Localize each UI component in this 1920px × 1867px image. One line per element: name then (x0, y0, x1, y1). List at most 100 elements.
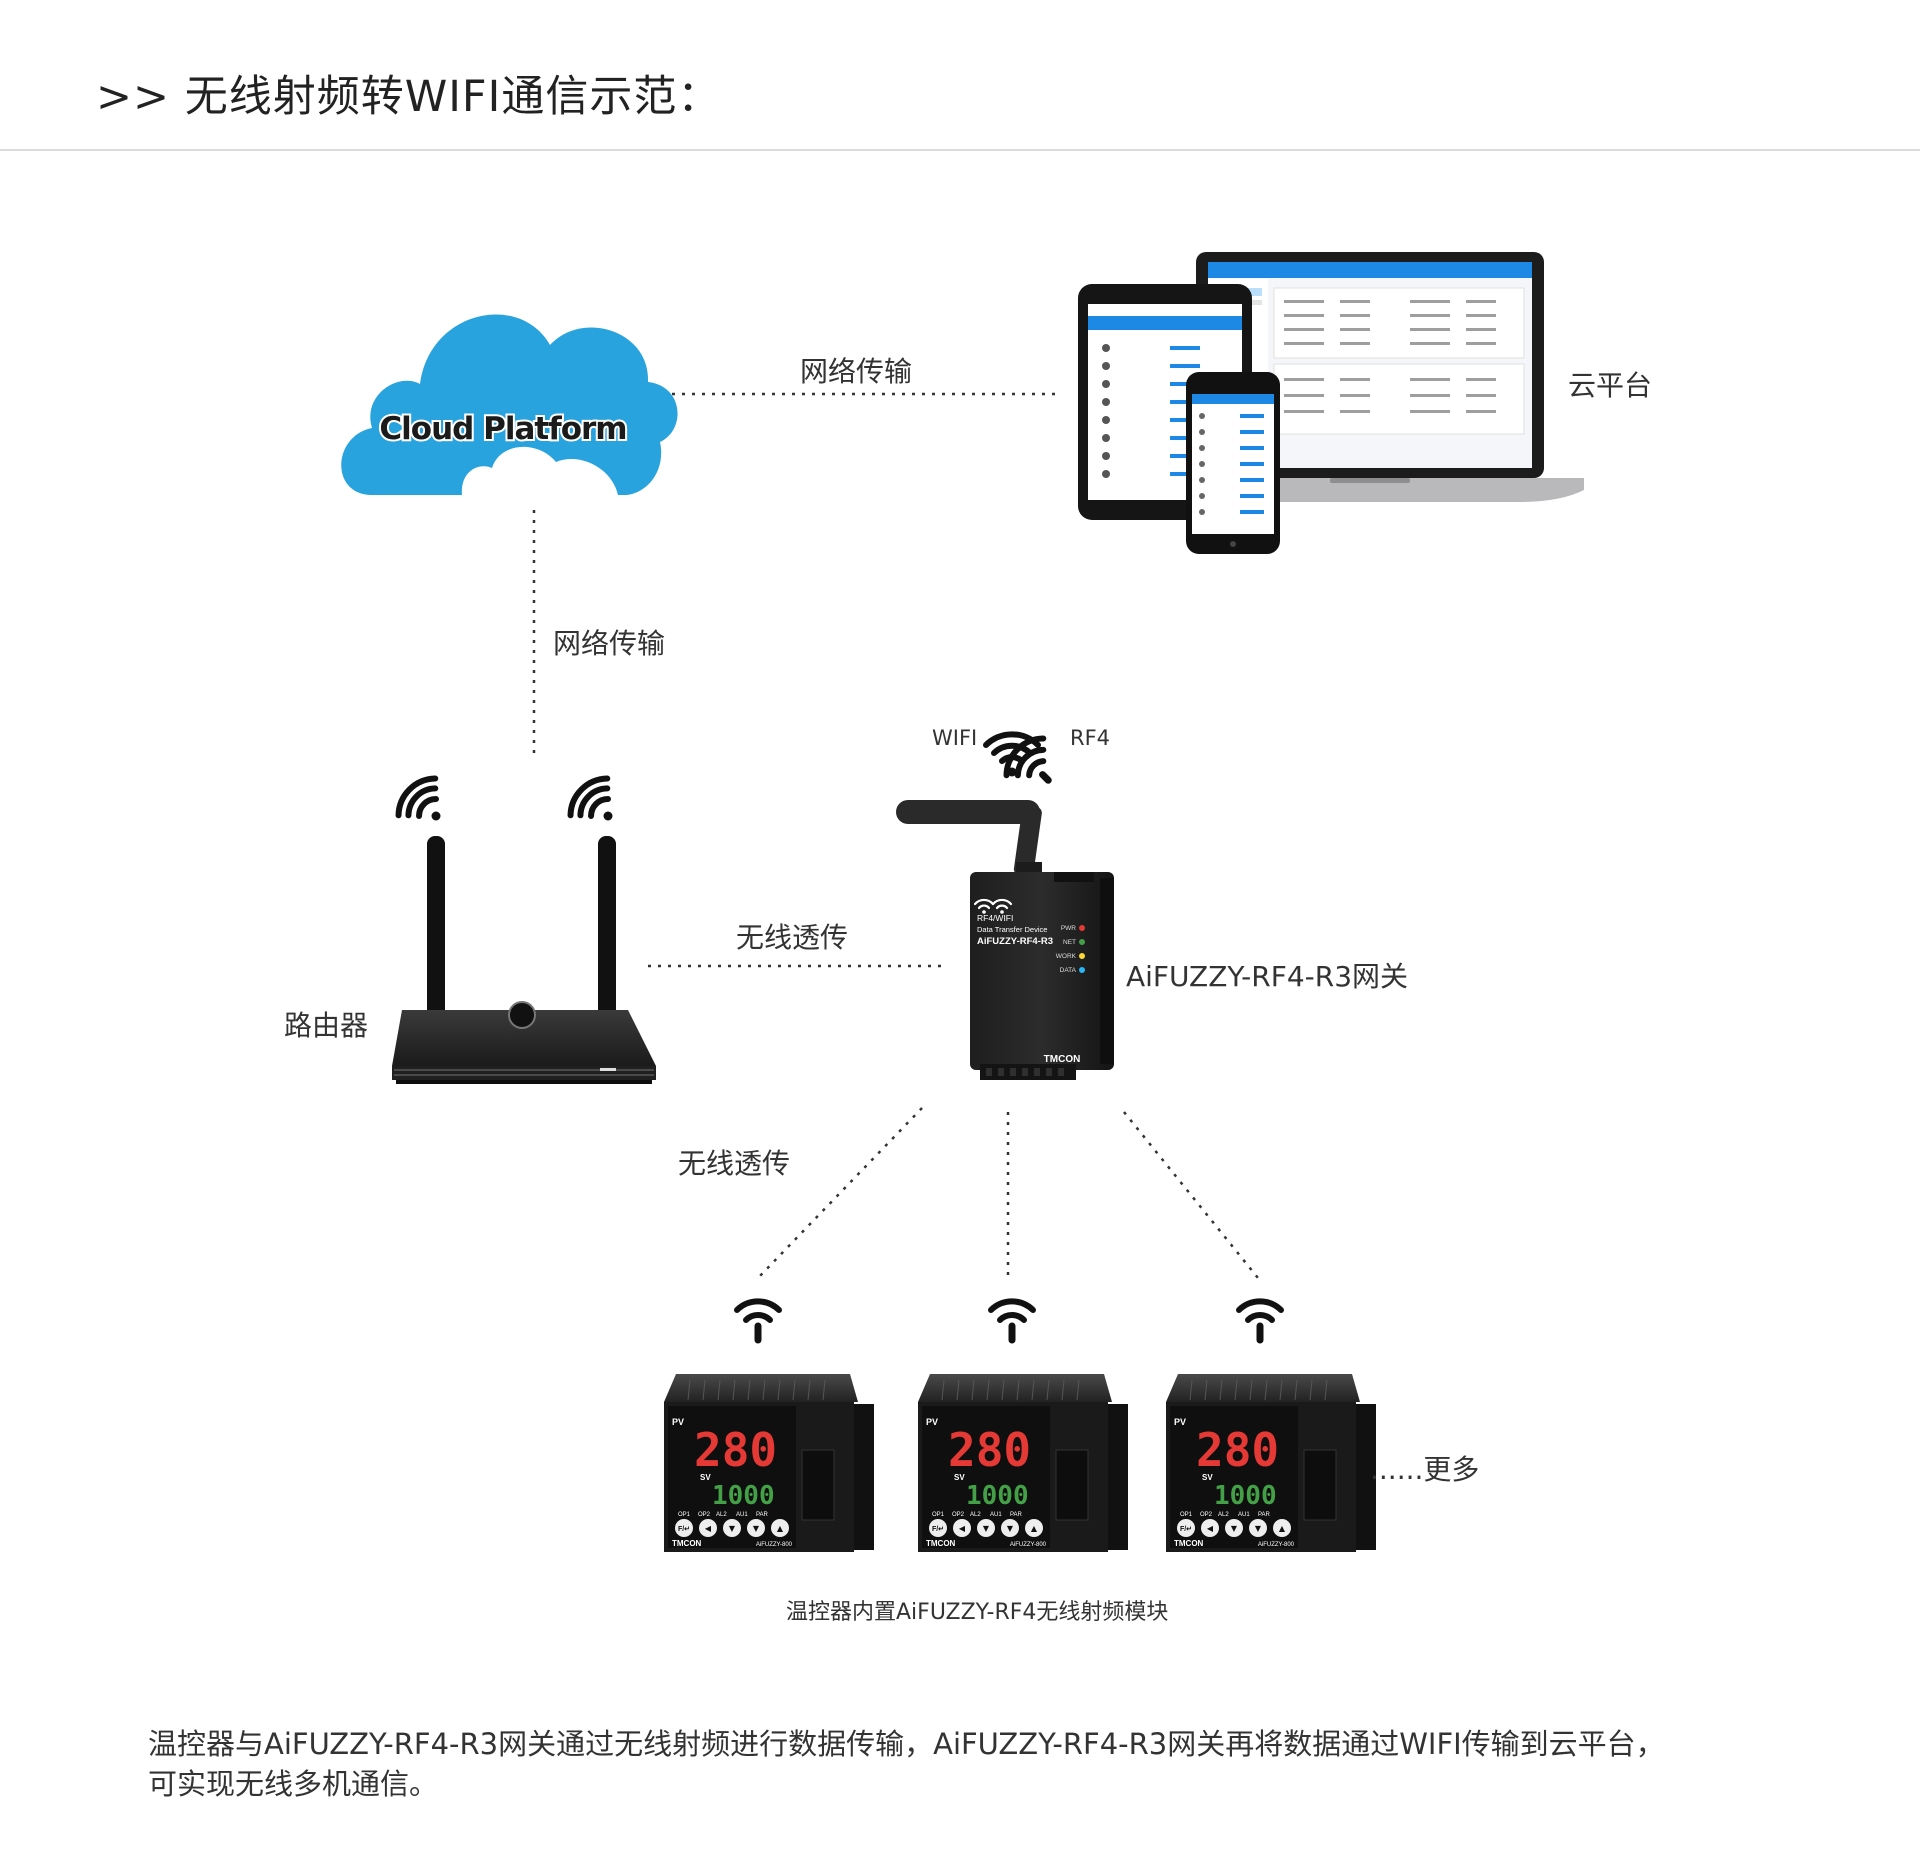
cloud-platform-graphic: Cloud Platform (341, 314, 678, 495)
controller-2-pv-label: PV (926, 1417, 938, 1427)
controller-3-key-1 (1201, 1519, 1219, 1537)
cloud-shape (341, 314, 678, 495)
gateway-face-wifi-icon-2 (991, 898, 1013, 914)
controller-2-key-1 (953, 1519, 971, 1537)
router-graphic (392, 775, 656, 1084)
controller-1-sv-label: SV (700, 1473, 711, 1482)
controller-1-vent (687, 1379, 826, 1401)
gateway-face-wifi-icon-1 (973, 898, 995, 914)
gateway-led-net (1079, 939, 1085, 945)
controller-1-model: AiFUZZY-800 (756, 1542, 793, 1548)
connector-lines (532, 392, 1259, 1279)
controller-2-wifi-icon (988, 1298, 1036, 1344)
controller-2-key-3-arrow-icon: ▼ (1007, 1524, 1014, 1533)
gateway-led-label-4: DATA (1060, 967, 1077, 974)
controller-3-vent (1189, 1379, 1328, 1401)
controller-1-key-2 (723, 1519, 741, 1537)
controller-1-sv-display: 1000 (712, 1481, 775, 1511)
module-caption: 温控器内置AiFUZZY-RF4无线射频模块 (786, 1600, 1169, 1625)
gateway-to-controller-right-link (1123, 1111, 1259, 1279)
gateway-graphic: RF4/WIFI Data Transfer Device AiFUZZY-RF… (896, 731, 1114, 1080)
wireless-trans-low-label: 无线透传 (678, 1147, 791, 1180)
footer-line-2: 可实现无线多机通信。 (148, 1767, 439, 1801)
gateway-led-pwr (1079, 925, 1085, 931)
controller-3-key-3-arrow-icon: ▼ (1255, 1524, 1262, 1533)
net-transfer-left-label: 网络传输 (553, 627, 666, 660)
footer-description: 温控器与AiFUZZY-RF4-R3网关通过无线射频进行数据传输，AiFUZZY… (148, 1724, 1665, 1804)
controller-1-key-4 (771, 1519, 789, 1537)
controller-1-indicator-5: PAR (756, 1512, 769, 1518)
controller-1-fn-key (675, 1519, 693, 1537)
controller-3-key-3 (1249, 1519, 1267, 1537)
controller-1-indicator-4: AU1 (736, 1512, 748, 1518)
gateway-line1-text: RF4/WIFI (977, 913, 1013, 923)
controller-2-pv-display: 280 (948, 1423, 1031, 1477)
controller-3-indicator-4: AU1 (1238, 1512, 1250, 1518)
controller-1-indicator-3: AL2 (716, 1512, 727, 1518)
router-antenna-right (598, 836, 616, 1026)
controller-3-brand: TMCON (1174, 1539, 1204, 1548)
controller-3-key-4 (1273, 1519, 1291, 1537)
controller-1-key-1-arrow-icon: ◀ (705, 1524, 712, 1533)
controller-1-key-3-arrow-icon: ▼ (753, 1524, 760, 1533)
net-transfer-top-label: 网络传输 (800, 355, 913, 388)
gateway-led-label-2: NET (1063, 939, 1076, 946)
controller-3-sv-display: 1000 (1214, 1481, 1277, 1511)
gateway-model-text: AiFUZZY-RF4-R3 (977, 936, 1053, 947)
controller-1-top (664, 1374, 858, 1402)
title-divider (0, 149, 1920, 151)
controller-2-key-1-arrow-icon: ◀ (959, 1524, 966, 1533)
controller-1-key-2-arrow-icon: ▼ (729, 1524, 736, 1533)
controller-3-key-2 (1225, 1519, 1243, 1537)
gateway-line2-text: Data Transfer Device (977, 925, 1047, 934)
controller-1-indicator-1: OP1 (678, 1512, 691, 1518)
cloud-platform-label: 云平台 (1568, 369, 1653, 402)
controller-1-key-3 (747, 1519, 765, 1537)
controller-3-model: AiFUZZY-800 (1258, 1542, 1295, 1548)
controller-2-indicator-3: AL2 (970, 1512, 981, 1518)
gateway-rf4-icon (1003, 735, 1052, 784)
controller-2-key-4-arrow-icon: ▲ (1031, 1524, 1038, 1533)
controller-2-indicator-4: AU1 (990, 1512, 1002, 1518)
gateway-led-work (1079, 953, 1085, 959)
controller-1-brand: TMCON (672, 1539, 702, 1548)
controller-3-indicator-3: AL2 (1218, 1512, 1229, 1518)
more-label: ......更多 (1370, 1453, 1480, 1486)
gateway-antenna (896, 800, 1040, 824)
gateway-led-label-3: WORK (1056, 953, 1077, 960)
controller-2-sv-label: SV (954, 1473, 965, 1482)
gateway-led-data (1079, 967, 1085, 973)
controller-3-pv-label: PV (1174, 1417, 1186, 1427)
controller-2-indicator-5: PAR (1010, 1512, 1023, 1518)
router-right-wifi-icon (567, 775, 613, 821)
controller-3-pv-display: 280 (1196, 1423, 1279, 1477)
cloud-platform-text: Cloud Platform (379, 411, 626, 447)
controller-1-wifi-icon (734, 1298, 782, 1344)
controller-1-pv-display: 280 (694, 1423, 777, 1477)
controller-3-indicator-1: OP1 (1180, 1512, 1193, 1518)
cloud-devices-graphic (1078, 252, 1584, 554)
controller-2-key-3 (1001, 1519, 1019, 1537)
controller-2-fn-key (929, 1519, 947, 1537)
controller-1-key-4-arrow-icon: ▲ (777, 1524, 784, 1533)
controller-2-key-4 (1025, 1519, 1043, 1537)
controller-2-indicator-1: OP1 (932, 1512, 945, 1518)
gateway-to-controller-left-link (757, 1107, 923, 1279)
controller-2-brand: TMCON (926, 1539, 956, 1548)
gateway-led-label-1: PWR (1061, 925, 1076, 932)
controller-3-key-4-arrow-icon: ▲ (1279, 1524, 1286, 1533)
controller-2-vent (941, 1379, 1080, 1401)
controller-2-fn-key-label: F/↵ (932, 1526, 944, 1533)
wifi-label: WIFI (932, 726, 978, 750)
footer-line-1: 温控器与AiFUZZY-RF4-R3网关通过无线射频进行数据传输，AiFUZZY… (148, 1727, 1665, 1761)
rf4-label: RF4 (1070, 726, 1111, 750)
controller-1-pv-label: PV (672, 1417, 684, 1427)
controller-2-sv-display: 1000 (966, 1481, 1029, 1511)
controller-3-top (1166, 1374, 1360, 1402)
controller-3-key-1-arrow-icon: ◀ (1207, 1524, 1214, 1533)
